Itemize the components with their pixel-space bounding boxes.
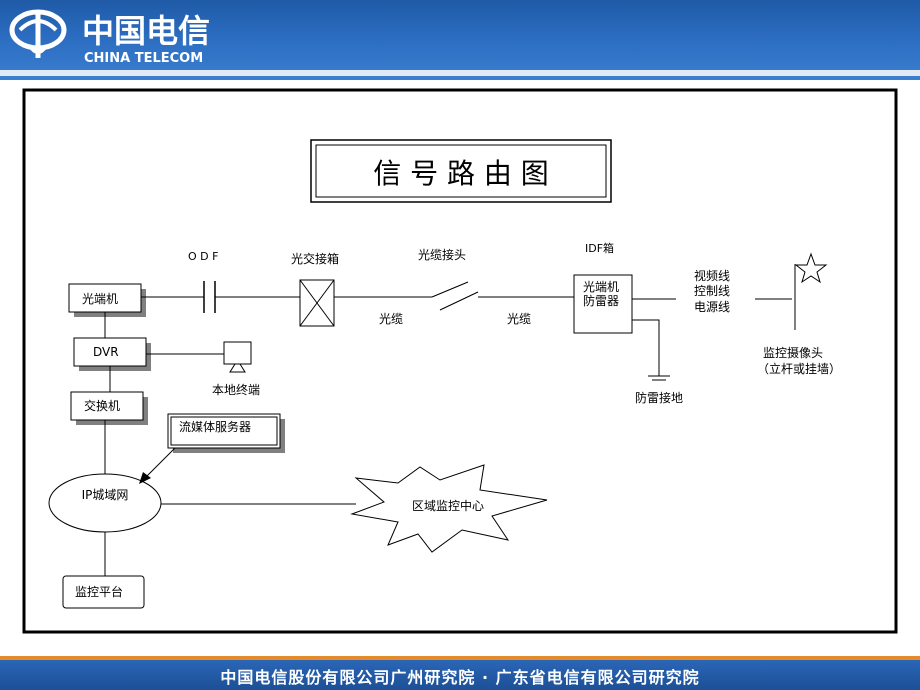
streaming-server-label: 流媒体服务器 (179, 419, 251, 434)
camera-label-line2: （立杆或挂墙） (757, 361, 841, 376)
camera-label-line1: 监控摄像头 (763, 345, 823, 360)
fiber-joint-label: 光缆接头 (418, 247, 466, 262)
header-banner (0, 0, 920, 80)
lightning-ground-label: 防雷接地 (635, 390, 683, 405)
title-box: 信 号 路 由 图 (310, 139, 612, 203)
cable-label-1: 光缆 (379, 312, 403, 326)
cable-label-2: 光缆 (507, 312, 531, 326)
power-line-label: 电源线 (694, 300, 730, 314)
ip-network-node: IP城域网 (48, 473, 162, 533)
ground-icon (632, 319, 670, 381)
regional-center-label: 区域监控中心 (412, 498, 484, 513)
local-terminal-label: 本地终端 (212, 382, 260, 397)
odf-icon (203, 281, 216, 313)
optical-terminal-label: 光端机 (82, 292, 118, 306)
footer-stripe (0, 656, 920, 660)
footer-text: 中国电信股份有限公司广州研究院 · 广东省电信有限公司研究院 (220, 668, 700, 687)
cross-box-icon (299, 279, 335, 327)
odf-label: O D F (188, 250, 218, 263)
cross-box-label: 光交接箱 (291, 251, 339, 266)
idf-box-label: IDF箱 (585, 241, 614, 255)
switch-label: 交换机 (84, 398, 120, 413)
local-terminal-icon (223, 341, 252, 373)
streaming-server-box: 流媒体服务器 (167, 413, 285, 453)
optical-terminal-box: 光端机 (68, 283, 146, 317)
ip-network-label: IP城域网 (82, 488, 129, 502)
idf-device-line1: 光端机 (583, 280, 619, 294)
regional-center-node: 区域监控中心 (350, 464, 548, 553)
camera-icon (794, 252, 828, 330)
idf-device-line2: 防雷器 (583, 293, 619, 308)
monitor-platform-label: 监控平台 (75, 584, 123, 599)
brand-name-cn: 中国电信 (82, 12, 210, 50)
dvr-label: DVR (93, 345, 119, 359)
server-to-network-arrow (139, 447, 176, 484)
switch-box: 交换机 (70, 391, 148, 425)
china-telecom-logo-icon (9, 9, 67, 58)
header-stripe (0, 70, 920, 76)
brand-name-en: CHINA TELECOM (84, 51, 203, 66)
idf-device-box: 光端机 防雷器 (573, 274, 633, 334)
left-chain-connectors (104, 312, 111, 576)
video-line-label: 视频线 (694, 268, 730, 283)
control-line-label: 控制线 (694, 284, 730, 298)
fiber-joint-icon (431, 281, 479, 311)
footer-bar (0, 660, 920, 690)
monitor-platform-box: 监控平台 (62, 575, 145, 609)
diagram-title: 信 号 路 由 图 (373, 157, 549, 190)
dvr-box: DVR (73, 337, 151, 371)
